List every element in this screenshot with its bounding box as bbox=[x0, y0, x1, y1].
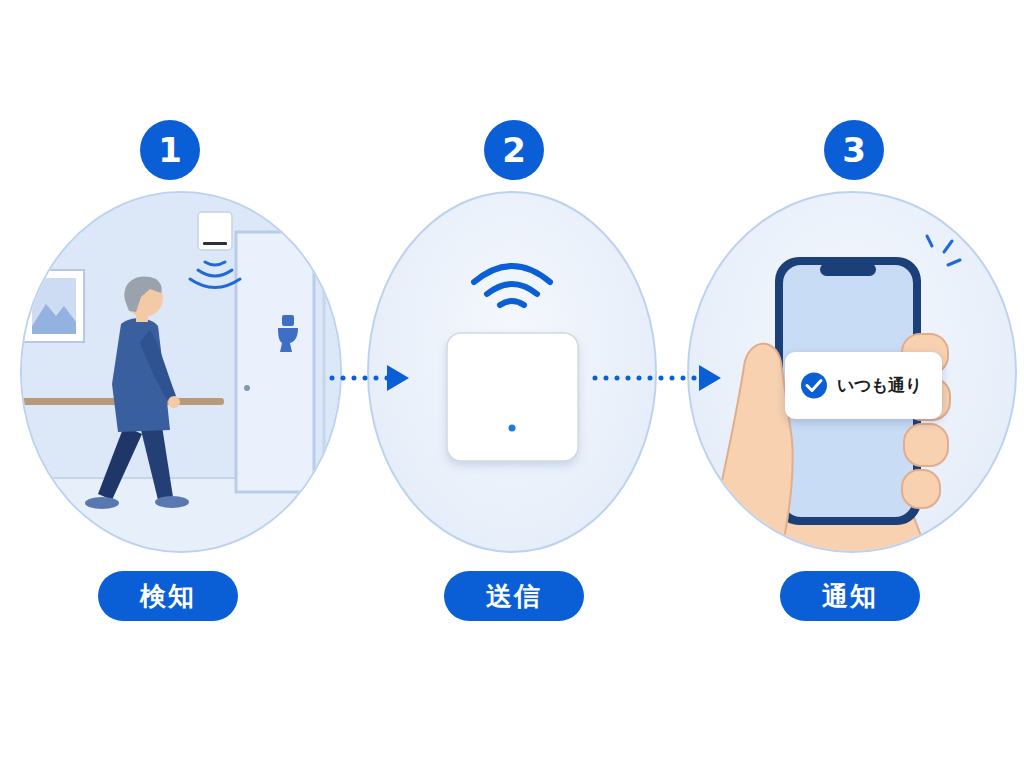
flow-arrow bbox=[332, 365, 409, 391]
step-label: 検知 bbox=[98, 571, 238, 621]
step-number: 1 bbox=[140, 120, 200, 180]
step-label: 送信 bbox=[444, 571, 584, 621]
check-circle bbox=[801, 373, 827, 399]
hallway-scene bbox=[0, 180, 360, 568]
arrow-head bbox=[699, 365, 721, 391]
step-circle: 3通知いつも通り bbox=[687, 191, 1017, 553]
step-number: 2 bbox=[484, 120, 544, 180]
step-label: 通知 bbox=[780, 571, 920, 621]
notification-text: いつも通り bbox=[837, 352, 936, 419]
notification-card: いつも通り bbox=[785, 352, 942, 419]
step-circle: 1検知 bbox=[20, 191, 342, 553]
dotted-line bbox=[595, 376, 701, 381]
step-number: 3 bbox=[824, 120, 884, 180]
arrow-head bbox=[387, 365, 409, 391]
check-mark bbox=[807, 381, 821, 391]
dotted-line bbox=[332, 376, 389, 381]
flow-arrow bbox=[595, 365, 721, 391]
step-circle: 2送信 bbox=[367, 191, 657, 553]
check-icon bbox=[785, 352, 837, 419]
